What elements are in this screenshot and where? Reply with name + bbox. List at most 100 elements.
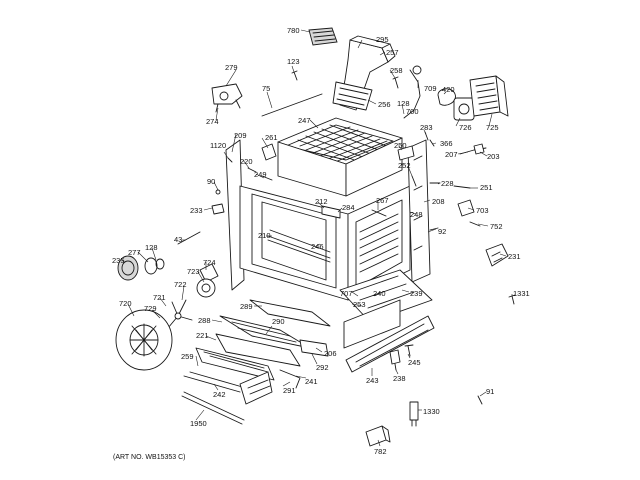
part-label[interactable]: 720: [119, 299, 132, 308]
part-label[interactable]: 239: [410, 289, 423, 298]
part-233: [211, 203, 225, 215]
part-label[interactable]: 208: [432, 197, 445, 206]
part-label[interactable]: 212: [315, 197, 328, 206]
part-label[interactable]: 242: [213, 390, 226, 399]
part-label[interactable]: 729: [144, 304, 157, 313]
part-label[interactable]: 90: [207, 177, 215, 186]
part-label[interactable]: 128: [145, 243, 158, 252]
part-label[interactable]: 707: [340, 289, 353, 298]
part-label[interactable]: 366: [440, 139, 453, 148]
part-249: [261, 175, 273, 181]
part-label[interactable]: 247: [298, 116, 311, 125]
part-label[interactable]: 289: [240, 302, 253, 311]
tube-43: [177, 231, 201, 245]
part-label[interactable]: 1950: [190, 419, 207, 428]
part-label[interactable]: 721: [153, 293, 166, 302]
part-label[interactable]: 267: [376, 196, 389, 205]
part-label[interactable]: 288: [198, 316, 211, 325]
part-label[interactable]: 724: [203, 258, 216, 267]
part-label[interactable]: 258: [390, 66, 403, 75]
part-label[interactable]: 251: [480, 183, 493, 192]
hinge-231: [485, 243, 509, 267]
front-strip-243: [345, 315, 435, 373]
leg-245: [404, 344, 414, 357]
part-label[interactable]: 123: [287, 57, 300, 66]
part-label[interactable]: 283: [420, 123, 433, 132]
part-label[interactable]: 92: [438, 227, 446, 236]
part-92: [429, 227, 439, 231]
vent-trim-780: [308, 27, 338, 46]
part-label[interactable]: 250: [394, 141, 407, 150]
part-label[interactable]: 246: [311, 242, 324, 251]
sensor-203: [459, 143, 487, 155]
part-label[interactable]: 252: [398, 161, 411, 170]
part-label[interactable]: 245: [408, 358, 421, 367]
part-drawings: [115, 27, 516, 447]
part-label[interactable]: 782: [374, 447, 387, 456]
motor-726: [453, 97, 475, 121]
part-label[interactable]: 709: [424, 84, 437, 93]
part-label[interactable]: 231: [508, 252, 521, 261]
part-label[interactable]: 128: [397, 99, 410, 108]
rails-242: [183, 371, 273, 405]
part-labels: 780 295 257 123 279 258 709 420 75 256 1…: [112, 26, 530, 456]
part-label[interactable]: 235: [112, 256, 125, 265]
side-panel-208: [407, 139, 431, 283]
oven-bottom-289: [219, 299, 331, 349]
part-label[interactable]: 274: [206, 117, 219, 126]
clip-703: [457, 199, 475, 217]
leader-lines: [121, 29, 513, 447]
part-label[interactable]: 1120: [210, 141, 226, 150]
bracket-279: [211, 83, 243, 113]
part-label[interactable]: 206: [324, 349, 337, 358]
part-label[interactable]: 210: [258, 231, 271, 240]
part-label[interactable]: 209: [234, 131, 247, 140]
part-label[interactable]: 221: [196, 331, 209, 340]
rod-1950: [181, 391, 245, 425]
part-label[interactable]: 291: [283, 386, 296, 395]
part-label[interactable]: 1330: [423, 407, 440, 416]
part-label[interactable]: 279: [225, 63, 238, 72]
part-label[interactable]: 295: [376, 35, 389, 44]
part-label[interactable]: 700: [406, 107, 419, 116]
part-label[interactable]: 725: [486, 123, 499, 132]
part-label[interactable]: 1331: [513, 289, 530, 298]
part-label[interactable]: 203: [487, 152, 500, 161]
part-label[interactable]: 277: [128, 248, 141, 257]
part-label[interactable]: 220: [240, 157, 253, 166]
part-label[interactable]: 241: [305, 377, 318, 386]
part-label[interactable]: 290: [272, 317, 285, 326]
part-752: [469, 221, 481, 227]
part-label[interactable]: 248: [410, 210, 423, 219]
part-label[interactable]: 259: [181, 352, 194, 361]
part-label[interactable]: 292: [316, 363, 329, 372]
part-label[interactable]: 703: [476, 206, 489, 215]
part-label[interactable]: 233: [190, 206, 203, 215]
part-1120: [227, 157, 233, 163]
part-label[interactable]: 253: [353, 300, 366, 309]
part-label[interactable]: 723: [187, 267, 200, 276]
part-label[interactable]: 256: [378, 100, 391, 109]
part-label[interactable]: 243: [366, 376, 379, 385]
part-91: [477, 395, 483, 405]
part-label[interactable]: 726: [459, 123, 472, 132]
part-label[interactable]: 91: [486, 387, 494, 396]
part-label[interactable]: 249: [254, 170, 267, 179]
part-label[interactable]: 284: [342, 203, 355, 212]
part-label[interactable]: 722: [174, 280, 187, 289]
part-label[interactable]: 257: [386, 48, 399, 57]
part-label[interactable]: 207: [445, 150, 458, 159]
screw-252: [411, 175, 417, 187]
part-label[interactable]: 228: [441, 179, 454, 188]
part-label[interactable]: 240: [373, 289, 386, 298]
part-label[interactable]: 43: [174, 235, 182, 244]
leg-238: [389, 349, 401, 371]
drawer-panel-206: [299, 339, 329, 357]
part-label[interactable]: 780: [287, 26, 300, 35]
part-label[interactable]: 238: [393, 374, 406, 383]
part-label[interactable]: 420: [442, 85, 455, 94]
leg-1330: [409, 401, 419, 427]
part-label[interactable]: 752: [490, 222, 503, 231]
part-label[interactable]: 261: [265, 133, 278, 142]
part-label[interactable]: 75: [262, 84, 270, 93]
